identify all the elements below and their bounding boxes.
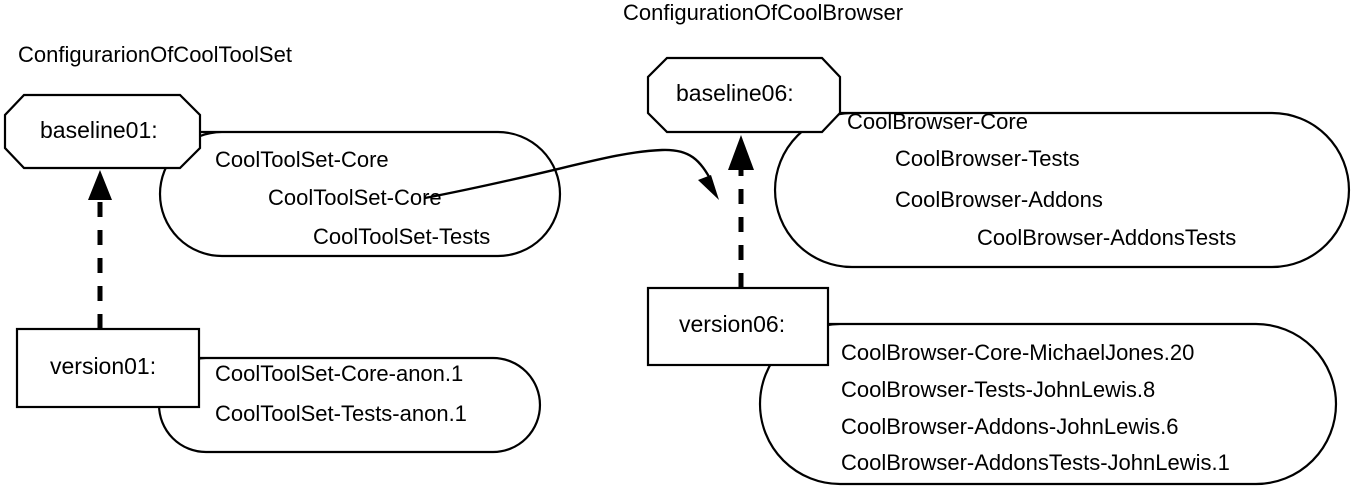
member-version06-0: CoolBrowser-Core-MichaelJones.20: [841, 340, 1194, 365]
node-label-version01: version01:: [50, 353, 156, 379]
member-baseline06-3: CoolBrowser-AddonsTests: [977, 225, 1236, 250]
node-label-baseline01: baseline01:: [40, 117, 158, 143]
group-title-cool-tool-set: ConfigurarionOfCoolToolSet: [18, 42, 292, 67]
group-title-cool-browser: ConfigurationOfCoolBrowser: [623, 0, 903, 25]
version06-node-shape: [646, 286, 830, 367]
baseline01-node-shape: [3, 93, 202, 170]
node-label-version06: version06:: [679, 311, 785, 337]
member-baseline01-2: CoolToolSet-Tests: [313, 224, 490, 249]
member-version01-0: CoolToolSet-Core-anon.1: [215, 361, 463, 386]
arrowhead-baseline06: [728, 135, 754, 170]
arrowhead-baseline01: [88, 170, 112, 200]
member-baseline06-0: CoolBrowser-Core: [847, 109, 1028, 134]
member-baseline06-2: CoolBrowser-Addons: [895, 187, 1103, 212]
member-version06-3: CoolBrowser-AddonsTests-JohnLewis.1: [841, 450, 1230, 475]
baseline06-node-shape: [646, 56, 842, 134]
arrowhead-cross-reference: [698, 175, 719, 200]
member-version06-1: CoolBrowser-Tests-JohnLewis.8: [841, 377, 1155, 402]
baseline06-members-panel: [773, 111, 1351, 269]
node-label-baseline06: baseline06:: [676, 80, 794, 106]
connector-cooltoolset-core-to-baseline06: [424, 148, 714, 200]
version01-node-shape: [15, 327, 201, 409]
member-baseline06-1: CoolBrowser-Tests: [895, 146, 1080, 171]
member-version01-1: CoolToolSet-Tests-anon.1: [215, 401, 467, 426]
member-baseline01-0: CoolToolSet-Core: [215, 147, 389, 172]
member-version06-2: CoolBrowser-Addons-JohnLewis.6: [841, 414, 1179, 439]
member-baseline01-1: CoolToolSet-Core: [268, 185, 442, 210]
